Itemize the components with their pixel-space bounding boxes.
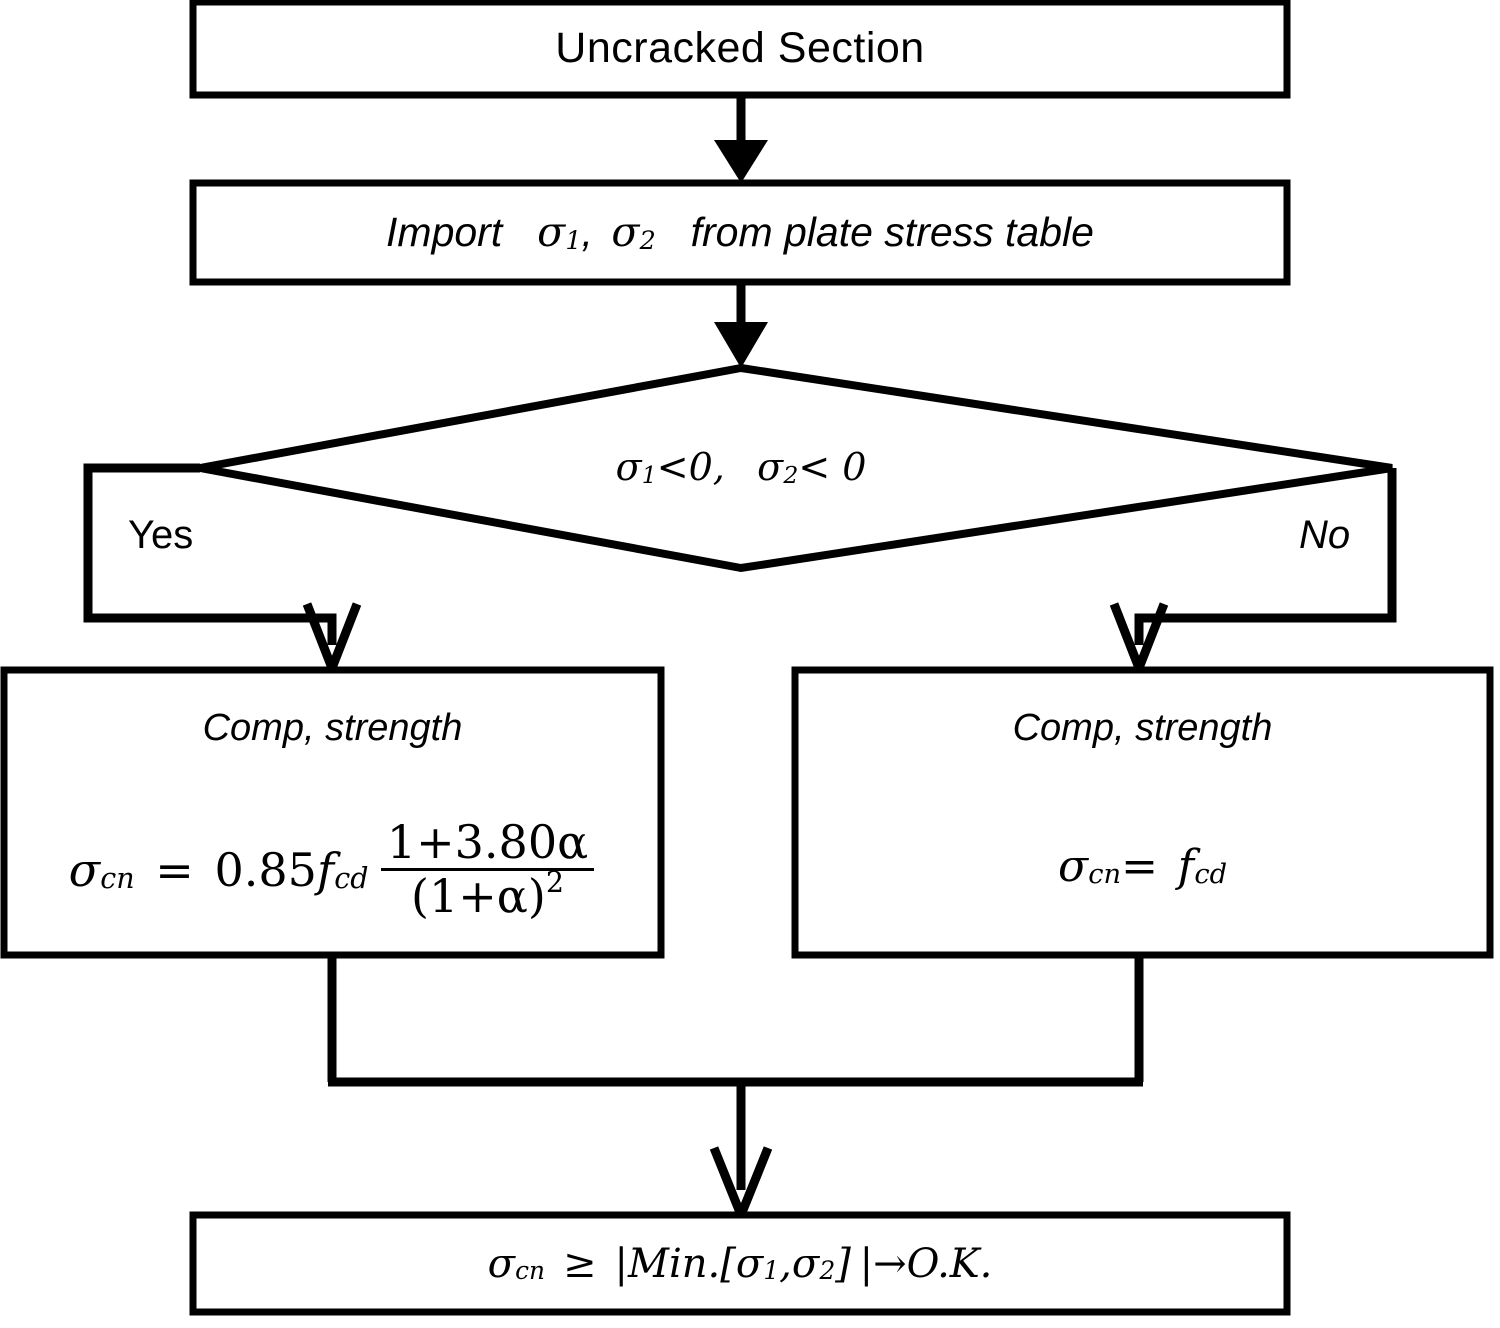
node-uncracked-section-label: Uncracked Section	[555, 23, 925, 72]
result-bracket-open: [	[720, 1240, 736, 1287]
result-bracket-close: ]	[835, 1240, 851, 1287]
node-left-comp-strength-title: Comp, strength	[4, 696, 661, 762]
right-formula-equals: =	[1121, 840, 1158, 892]
left-formula-denominator: (1+α)2	[411, 866, 564, 923]
result-abs-close: |	[859, 1240, 874, 1287]
result-ok-label: O.K.	[906, 1240, 993, 1287]
left-formula-fraction: 1+3.80α (1+α)2	[381, 818, 594, 923]
decision-diamond-outline	[199, 363, 1393, 573]
import-suffix: from plate stress table	[690, 208, 1094, 255]
branch-label-yes: Yes	[128, 513, 194, 557]
rect-result	[189, 1211, 1291, 1316]
result-min-text: Min.	[628, 1240, 721, 1287]
right-box-title-label: Comp, strength	[1012, 707, 1273, 750]
rect-right-box	[791, 666, 1494, 959]
edge-start-to-import	[714, 95, 768, 183]
result-relation: ≥	[563, 1240, 597, 1287]
node-uncracked-section: Uncracked Section	[193, 2, 1287, 95]
result-comma: ,	[779, 1240, 792, 1287]
left-formula-equals: =	[155, 842, 194, 897]
edge-import-to-decision	[714, 282, 768, 368]
rect-start	[189, 0, 1291, 99]
import-prefix: Import	[386, 208, 503, 255]
left-formula-coefficient: 0.85	[214, 842, 317, 897]
rect-import	[189, 179, 1291, 286]
result-abs-open: |	[614, 1240, 628, 1287]
left-formula-numerator: 1+3.80α	[381, 818, 594, 871]
edge-merge-to-result	[327, 955, 1144, 1228]
result-arrow-icon: →	[873, 1240, 907, 1287]
rect-left-box	[0, 666, 665, 959]
edge-decision-yes	[83, 463, 362, 681]
left-box-title-label: Comp, strength	[202, 707, 463, 750]
branch-label-no: No	[1299, 513, 1351, 557]
node-right-comp-strength-title: Comp, strength	[795, 696, 1490, 762]
